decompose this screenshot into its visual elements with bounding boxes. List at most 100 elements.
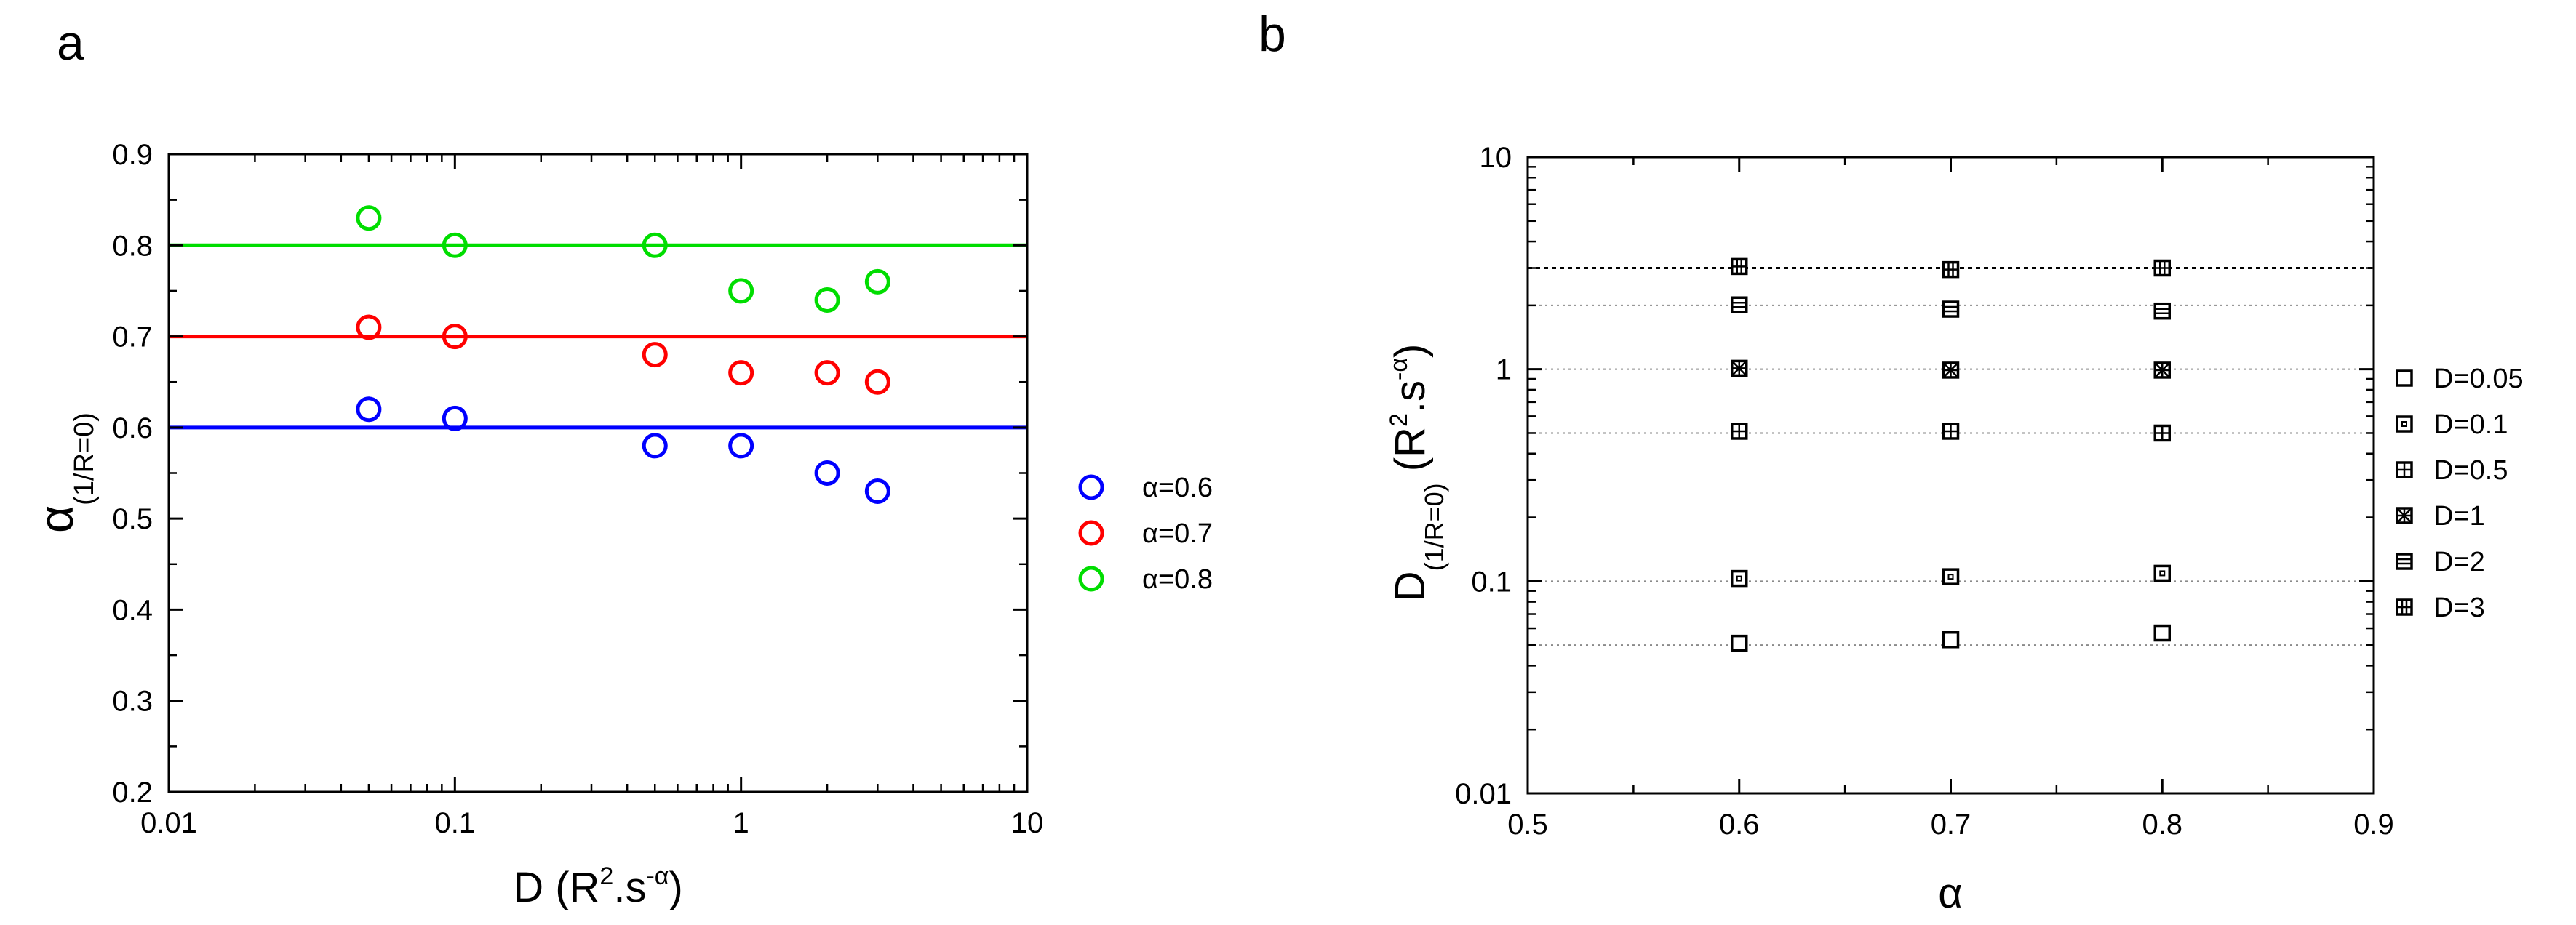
data-point <box>864 369 890 395</box>
panel-b-x-ticks: 0.5 0.6 0.7 0.8 0.9 <box>1507 157 2394 841</box>
panel-b-points <box>1731 257 2171 652</box>
data-point <box>356 314 382 340</box>
legend-marker <box>2396 598 2413 616</box>
panel-b-y-ticks: 0.01 0.1 1 10 <box>1455 142 2374 810</box>
data-point <box>2153 564 2171 582</box>
panel-b-letter: b <box>1259 7 1286 62</box>
panel-a-legend: α=0.6 α=0.7 α=0.8 <box>1078 473 1213 595</box>
data-point <box>728 433 754 459</box>
data-point <box>1731 634 1748 652</box>
svg-text:D(1/R=0) (R2.s-α): D(1/R=0) (R2.s-α) <box>1385 344 1449 602</box>
data-point <box>2153 302 2171 320</box>
data-point <box>1942 361 1960 379</box>
legend-marker <box>2396 415 2413 433</box>
panel-a-x-axis-label: D (R2.s-α) <box>513 862 683 911</box>
data-point <box>642 433 668 459</box>
x-tick-label: 1 <box>733 807 749 839</box>
y-tick-label: 0.4 <box>112 594 153 626</box>
y-tick-label: 0.5 <box>112 503 153 535</box>
legend-marker <box>2396 461 2413 478</box>
data-point <box>814 360 840 386</box>
panel-b-y-axis-label: D(1/R=0) (R2.s-α) <box>1385 344 1449 602</box>
legend-label: D=3 <box>2433 593 2485 623</box>
x-tick-label: 0.7 <box>1931 809 1971 841</box>
svg-text:D (R2.s-α): D (R2.s-α) <box>513 862 683 911</box>
legend-marker <box>1078 474 1104 500</box>
data-point <box>2153 424 2171 442</box>
legend-label: D=0.1 <box>2433 409 2508 440</box>
data-point <box>1942 423 1960 440</box>
legend-label: D=2 <box>2433 547 2485 577</box>
data-point <box>814 287 840 313</box>
legend-label: D=1 <box>2433 501 2485 532</box>
data-point <box>1942 260 1960 279</box>
panel-a-letter: a <box>57 15 84 71</box>
svg-text:α(1/R=0): α(1/R=0) <box>29 412 100 533</box>
y-tick-label: 10 <box>1480 142 1512 174</box>
legend-marker <box>1078 520 1104 546</box>
y-tick-label: 0.9 <box>112 139 153 171</box>
legend-label: D=0.5 <box>2433 455 2508 486</box>
data-point <box>2153 259 2171 277</box>
x-tick-label: 0.5 <box>1507 809 1548 841</box>
y-tick-label: 0.6 <box>112 412 153 444</box>
panel-a-frame <box>167 153 1029 793</box>
x-tick-label: 0.6 <box>1719 809 1760 841</box>
svg-text:α: α <box>1938 870 1963 917</box>
x-tick-label: 0.8 <box>2142 809 2182 841</box>
y-tick-label: 1 <box>1496 354 1512 386</box>
data-point <box>2153 624 2171 642</box>
data-point <box>1942 568 1960 585</box>
y-tick-label: 0.1 <box>1471 566 1512 598</box>
data-point <box>642 342 668 368</box>
panel-a-y-ticks: 0.2 0.3 0.4 0.5 0.6 0.7 0.8 0.9 <box>112 139 1027 809</box>
panel-b-x-axis-label: α <box>1938 870 1963 917</box>
y-tick-label: 0.2 <box>112 777 153 809</box>
data-point <box>1731 257 1748 276</box>
y-tick-label: 0.3 <box>112 686 153 718</box>
panel-a-reference-lines <box>169 243 1027 430</box>
panel-b-frame <box>1526 156 2375 795</box>
panel-a-y-axis-label: α(1/R=0) <box>29 412 100 533</box>
data-point <box>1731 423 1748 440</box>
legend-marker <box>2396 507 2413 524</box>
data-point <box>1942 300 1960 318</box>
y-tick-label: 0.7 <box>112 321 153 353</box>
data-point <box>1731 569 1748 588</box>
panel-a-x-ticks: 0.01 0.1 1 10 <box>140 154 1043 839</box>
legend-marker <box>2396 553 2413 570</box>
panel-b-reference-lines <box>1528 267 2374 646</box>
data-point <box>442 232 468 258</box>
data-point <box>814 460 840 486</box>
legend-marker <box>2396 369 2413 387</box>
legend-label: α=0.7 <box>1142 518 1213 549</box>
data-point <box>356 396 382 423</box>
data-point <box>442 405 468 431</box>
data-point <box>728 360 754 386</box>
y-tick-label: 0.8 <box>112 230 153 262</box>
data-point <box>2153 361 2171 379</box>
x-tick-label: 10 <box>1011 807 1044 839</box>
y-tick-label: 0.01 <box>1455 778 1512 810</box>
panel-b: b 0.5 0.6 0.7 0.8 0.9 0.01 0.1 1 10 α D(1/R=0) … <box>1259 7 2524 917</box>
legend-marker <box>1078 566 1104 592</box>
data-point <box>442 324 468 350</box>
panel-b-legend: D=0.05D=0.1D=0.5D=1D=2D=3 <box>2396 364 2524 623</box>
x-tick-label: 0.1 <box>435 807 476 839</box>
data-point <box>864 478 890 505</box>
data-point <box>1942 631 1960 649</box>
data-point <box>1731 359 1748 377</box>
data-point <box>728 278 754 304</box>
legend-label: α=0.6 <box>1142 473 1213 503</box>
panel-a-points <box>356 205 890 505</box>
x-tick-label: 0.9 <box>2353 809 2394 841</box>
data-point <box>356 205 382 231</box>
panel-a: a 0.01 0.1 1 10 0.2 0.3 0.4 0.5 0.6 0.7 0.8 0.9 D … <box>29 15 1213 911</box>
legend-label: α=0.8 <box>1142 564 1213 595</box>
data-point <box>1731 296 1748 313</box>
data-point <box>642 232 668 258</box>
legend-label: D=0.05 <box>2433 364 2524 394</box>
data-point <box>864 268 890 295</box>
x-tick-label: 0.01 <box>140 807 197 839</box>
